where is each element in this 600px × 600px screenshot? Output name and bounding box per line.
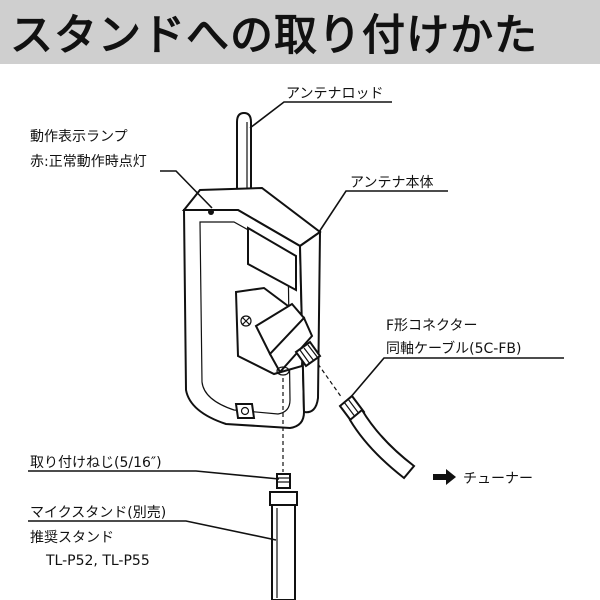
coaxial-cable <box>338 394 416 480</box>
title-banner: スタンドへの取り付けかた <box>0 0 600 64</box>
label-status-lamp-detail: 赤:正常動作時点灯 <box>30 154 147 170</box>
label-tuner: チューナー <box>463 471 533 487</box>
label-antenna-body: アンテナ本体 <box>350 175 433 191</box>
status-lamp <box>208 209 214 215</box>
mic-stand <box>269 473 298 600</box>
label-f-connector: F形コネクター <box>386 318 478 334</box>
label-mounting-screw: 取り付けねじ(5/16″) <box>30 455 162 471</box>
antenna-rod <box>236 111 252 197</box>
right-arrow-icon <box>433 469 456 485</box>
label-antenna-rod: アンテナロッド <box>286 86 383 102</box>
label-coax-cable: 同軸ケーブル(5C-FB) <box>386 340 521 357</box>
label-mic-stand: マイクスタンド(別売) <box>30 505 166 521</box>
page-title: スタンドへの取り付けかた <box>10 11 538 61</box>
cable-alignment-line <box>317 363 343 399</box>
label-stand-models: TL-P52, TL-P55 <box>45 553 150 569</box>
connector-recess <box>234 286 322 376</box>
label-recommended-stand: 推奨スタンド <box>30 530 114 546</box>
label-status-lamp: 動作表示ランプ <box>30 129 128 145</box>
